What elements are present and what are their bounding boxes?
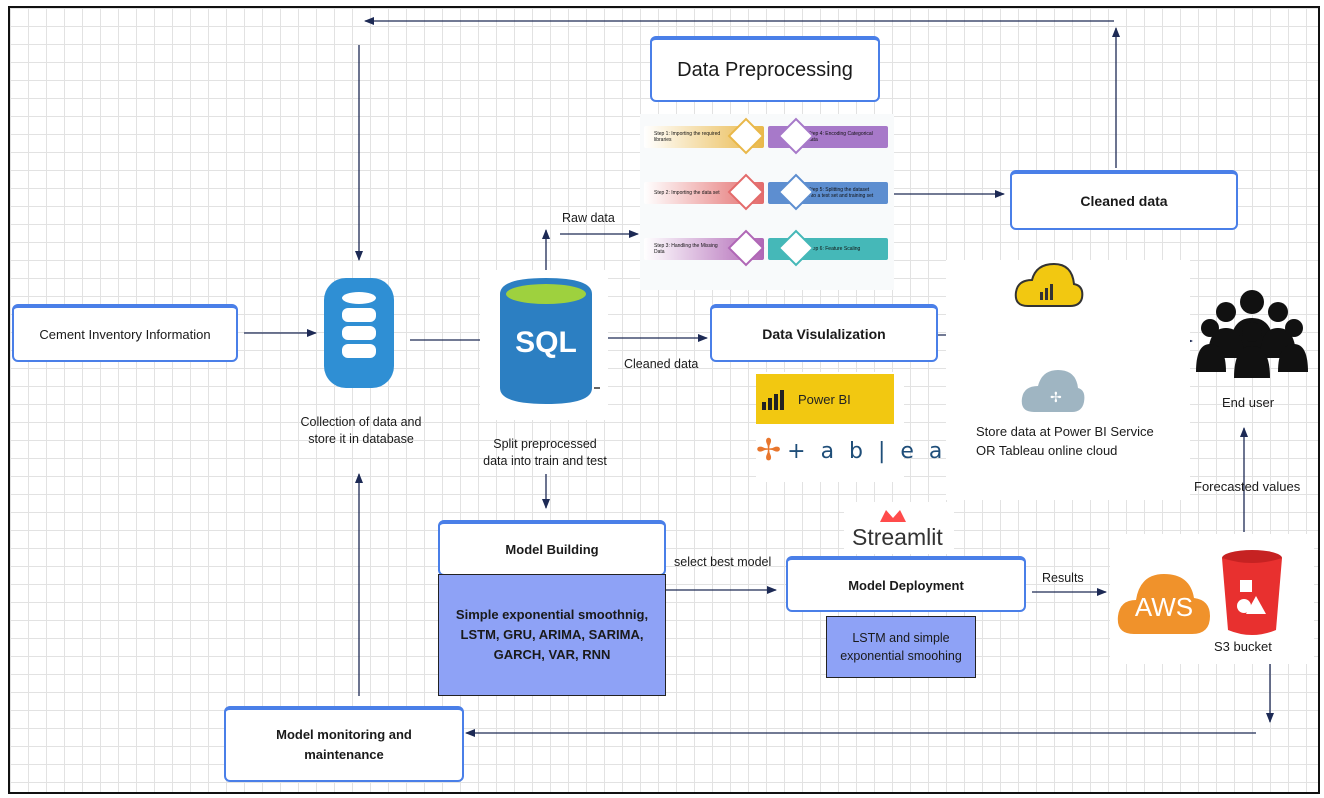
power-bi-logo: Power BI <box>756 374 894 424</box>
end-user-label: End user <box>1222 395 1275 410</box>
tableau-logo: ✢ + a b | e a u <box>756 436 975 466</box>
select-best-label: select best model <box>674 555 772 569</box>
forecasted-label: Forecasted values <box>1194 479 1301 494</box>
raw-data-label: Raw data <box>562 211 615 225</box>
step-2-text: Step 2: Importing the data set <box>654 190 720 196</box>
preprocessing-box: Data Preprocessing <box>650 36 880 102</box>
tableau-plus-icon: ✢ <box>756 434 782 467</box>
models-panel: Simple exponential smoothnig, LSTM, GRU,… <box>438 574 666 696</box>
power-bi-cloud-icon <box>1014 262 1084 307</box>
deployment-title: Model Deployment <box>848 577 964 593</box>
cleaned-data-box: Cleaned data <box>1010 170 1238 230</box>
store-cloud-label: Store data at Power BI Service OR Tablea… <box>976 424 1154 458</box>
step-4-text: Step 4: Encoding Categorical data <box>808 131 873 143</box>
model-building-box: Model Building <box>438 520 666 576</box>
model-building-title: Model Building <box>505 541 599 557</box>
sql-icon <box>500 278 600 404</box>
preprocessing-steps-image: Step 1: Importing the required libraries… <box>640 114 894 290</box>
end-user-icon <box>1196 290 1308 378</box>
diagram-canvas: Cement Inventory Information Data Prepro… <box>8 6 1320 794</box>
power-bi-text: Power BI <box>798 391 851 407</box>
cleaned-data-title: Cleaned data <box>1080 193 1168 209</box>
step-3-text: Step 3: Handling the Missing Data <box>654 243 718 255</box>
source-label: Cement Inventory Information <box>39 326 211 342</box>
monitoring-box: Model monitoring and maintenance <box>224 706 464 782</box>
database-icon <box>324 278 394 388</box>
step-6-text: Step 6: Feature Scaling <box>808 246 861 252</box>
deploy-models-list: LSTM and simple exponential smoohing <box>840 631 962 663</box>
streamlit-crown-icon <box>880 510 906 522</box>
step-5-text: Step 5: Splitting the dataset into a tes… <box>808 187 874 199</box>
tableau-text: + a b | e a u <box>787 438 976 464</box>
visualization-title: Data Visulalization <box>762 326 886 342</box>
step-diamond-icons <box>727 117 815 267</box>
tableau-cloud-icon: ✢ <box>1021 370 1085 412</box>
aws-text: AWS <box>1134 592 1194 622</box>
s3-label: S3 bucket <box>1214 639 1272 654</box>
svg-text:✢: ✢ <box>1050 390 1062 406</box>
collection-label: Collection of data and store it in datab… <box>300 415 422 446</box>
cleaned-data-label: Cleaned data <box>624 357 699 371</box>
streamlit-bg <box>844 502 954 554</box>
power-bi-bars-icon <box>762 390 784 410</box>
results-label: Results <box>1042 571 1084 585</box>
monitoring-title: Model monitoring and maintenance <box>276 727 412 762</box>
sql-label: SQL <box>515 326 577 359</box>
models-list: Simple exponential smoothnig, LSTM, GRU,… <box>455 607 649 662</box>
step-1-text: Step 1: Importing the required libraries <box>654 131 721 143</box>
source-box: Cement Inventory Information <box>12 304 238 362</box>
aws-cloud-icon <box>1117 574 1210 634</box>
s3-bucket-icon <box>1222 550 1282 635</box>
preprocessing-title: Data Preprocessing <box>677 58 853 81</box>
deployment-box: Model Deployment <box>786 556 1026 612</box>
deploy-models-panel: LSTM and simple exponential smoohing <box>826 616 976 678</box>
streamlit-text: Streamlit <box>852 524 943 550</box>
visualization-box: Data Visulalization <box>710 304 938 362</box>
split-label: Split preprocessed data into train and t… <box>483 437 607 468</box>
